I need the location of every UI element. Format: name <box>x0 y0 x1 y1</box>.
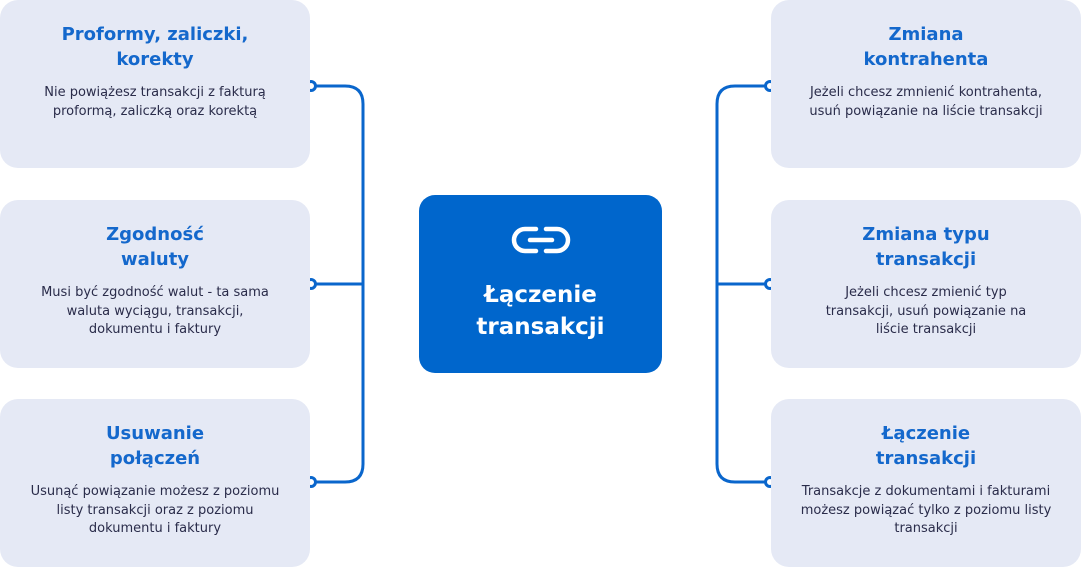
card-text: Nie powiążesz transakcji z fakturą profo… <box>44 85 266 119</box>
card-title: Proformy, zaliczki, korekty <box>61 24 249 70</box>
card-text: Usunąć powiązanie możesz z poziomu listy… <box>30 484 280 536</box>
card-title: Zmiana typu transakcji <box>862 224 990 270</box>
center-title-line1: Łączenie <box>484 282 597 308</box>
card-laczenie-transakcji: Łączenie transakcji Transakcje z dokumen… <box>771 399 1081 567</box>
link-icon <box>511 226 571 254</box>
card-zgodnosc-waluty: Zgodność waluty Musi być zgodność walut … <box>0 200 310 368</box>
card-title: Łączenie transakcji <box>875 423 977 469</box>
card-zmiana-kontrahenta: Zmiana kontrahenta Jeżeli chcesz zmnieni… <box>771 0 1081 168</box>
center-title-line2: transakcji <box>476 314 605 340</box>
card-title: Zgodność waluty <box>106 224 204 270</box>
card-text: Transakcje z dokumentami i fakturami moż… <box>800 484 1052 536</box>
center-box: Łączenie transakcji <box>419 195 662 373</box>
card-text: Jeżeli chcesz zmienić typ transakcji, us… <box>825 285 1027 337</box>
card-usuwanie-polaczen: Usuwanie połączeń Usunąć powiązanie może… <box>0 399 310 567</box>
card-title: Usuwanie połączeń <box>105 423 205 469</box>
card-proformy: Proformy, zaliczki, korekty Nie powiążes… <box>0 0 310 168</box>
card-zmiana-typu: Zmiana typu transakcji Jeżeli chcesz zmi… <box>771 200 1081 368</box>
center-title: Łączenie transakcji <box>419 279 662 343</box>
card-title: Zmiana kontrahenta <box>863 24 989 70</box>
card-text: Jeżeli chcesz zmnienić kontrahenta, usuń… <box>809 85 1043 119</box>
card-text: Musi być zgodność walut - ta sama waluta… <box>41 285 269 337</box>
